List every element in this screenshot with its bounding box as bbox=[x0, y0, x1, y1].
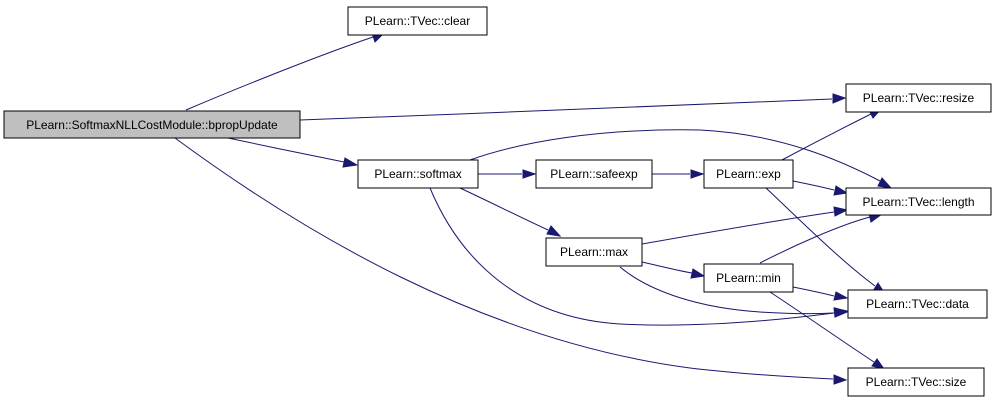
node-exp-label: PLearn::exp bbox=[716, 167, 781, 181]
node-softmax[interactable]: PLearn::softmax bbox=[357, 159, 479, 189]
node-bpropupdate[interactable]: PLearn::SoftmaxNLLCostModule::bpropUpdat… bbox=[3, 110, 301, 139]
node-resize-label: PLearn::TVec::resize bbox=[863, 91, 975, 105]
edge-min-size bbox=[769, 291, 875, 363]
edge-bpropupdate-resize bbox=[299, 98, 833, 121]
node-layer: PLearn::SoftmaxNLLCostModule::bpropUpdat… bbox=[3, 6, 992, 397]
node-size-label: PLearn::TVec::size bbox=[866, 375, 967, 389]
edge-softmax-length bbox=[469, 129, 881, 182]
node-safeexp-label: PLearn::safeexp bbox=[550, 167, 638, 181]
edge-bpropupdate-clear bbox=[185, 36, 374, 111]
edge-exp-resize bbox=[779, 113, 872, 162]
edge-bpropupdate-softmax bbox=[227, 137, 345, 163]
node-max-label: PLearn::max bbox=[560, 245, 628, 259]
edge-min-data bbox=[792, 286, 835, 297]
node-safeexp-box bbox=[535, 159, 653, 189]
node-size[interactable]: PLearn::TVec::size bbox=[847, 367, 985, 397]
node-softmax-label: PLearn::softmax bbox=[374, 167, 461, 181]
edge-bpropupdate-size-arrowhead bbox=[833, 374, 848, 385]
node-clear-box bbox=[347, 6, 488, 36]
edge-max-data-arrowhead bbox=[834, 307, 849, 318]
node-data-box bbox=[847, 289, 988, 319]
edge-min-data-arrowhead bbox=[833, 291, 849, 301]
edge-exp-data bbox=[765, 187, 876, 287]
node-clear[interactable]: PLearn::TVec::clear bbox=[347, 6, 488, 36]
node-softmax-box bbox=[357, 159, 479, 189]
node-length-label: PLearn::TVec::length bbox=[862, 195, 974, 209]
node-max[interactable]: PLearn::max bbox=[545, 237, 643, 267]
node-min[interactable]: PLearn::min bbox=[703, 263, 794, 293]
edge-bpropupdate-size bbox=[174, 137, 834, 380]
edge-max-length-arrowhead bbox=[833, 206, 849, 217]
edge-softmax-safeexp-arrowhead bbox=[522, 169, 537, 179]
edge-layer bbox=[174, 32, 893, 385]
node-data-label: PLearn::TVec::data bbox=[866, 297, 969, 311]
edge-safeexp-exp-arrowhead bbox=[690, 169, 705, 179]
edge-max-min-arrowhead bbox=[690, 268, 706, 279]
node-size-box bbox=[847, 367, 985, 397]
edge-max-data bbox=[619, 266, 835, 315]
edge-bpropupdate-softmax-arrowhead bbox=[342, 157, 359, 168]
node-exp[interactable]: PLearn::exp bbox=[703, 159, 794, 189]
node-length[interactable]: PLearn::TVec::length bbox=[845, 187, 992, 216]
node-resize-box bbox=[845, 83, 992, 113]
edge-softmax-max-arrowhead bbox=[546, 225, 562, 237]
node-resize[interactable]: PLearn::TVec::resize bbox=[845, 83, 992, 113]
edge-min-length bbox=[759, 216, 871, 264]
node-bpropupdate-label: PLearn::SoftmaxNLLCostModule::bpropUpdat… bbox=[26, 118, 278, 132]
node-clear-label: PLearn::TVec::clear bbox=[365, 14, 470, 28]
node-min-label: PLearn::min bbox=[716, 271, 781, 285]
edge-max-length bbox=[641, 211, 835, 245]
edge-exp-length bbox=[792, 180, 835, 191]
edge-softmax-max bbox=[459, 187, 549, 231]
node-safeexp[interactable]: PLearn::safeexp bbox=[535, 159, 653, 189]
node-max-box bbox=[545, 237, 643, 267]
edge-bpropupdate-resize-arrowhead bbox=[832, 93, 847, 104]
edge-exp-length-arrowhead bbox=[833, 185, 849, 196]
edge-max-min bbox=[641, 261, 693, 274]
node-exp-box bbox=[703, 159, 794, 189]
edge-softmax-length-arrowhead bbox=[877, 177, 893, 189]
node-data[interactable]: PLearn::TVec::data bbox=[847, 289, 988, 319]
node-length-box bbox=[845, 187, 992, 216]
node-bpropupdate-box bbox=[3, 110, 301, 139]
node-min-box bbox=[703, 263, 794, 293]
edge-softmax-data bbox=[429, 187, 835, 326]
